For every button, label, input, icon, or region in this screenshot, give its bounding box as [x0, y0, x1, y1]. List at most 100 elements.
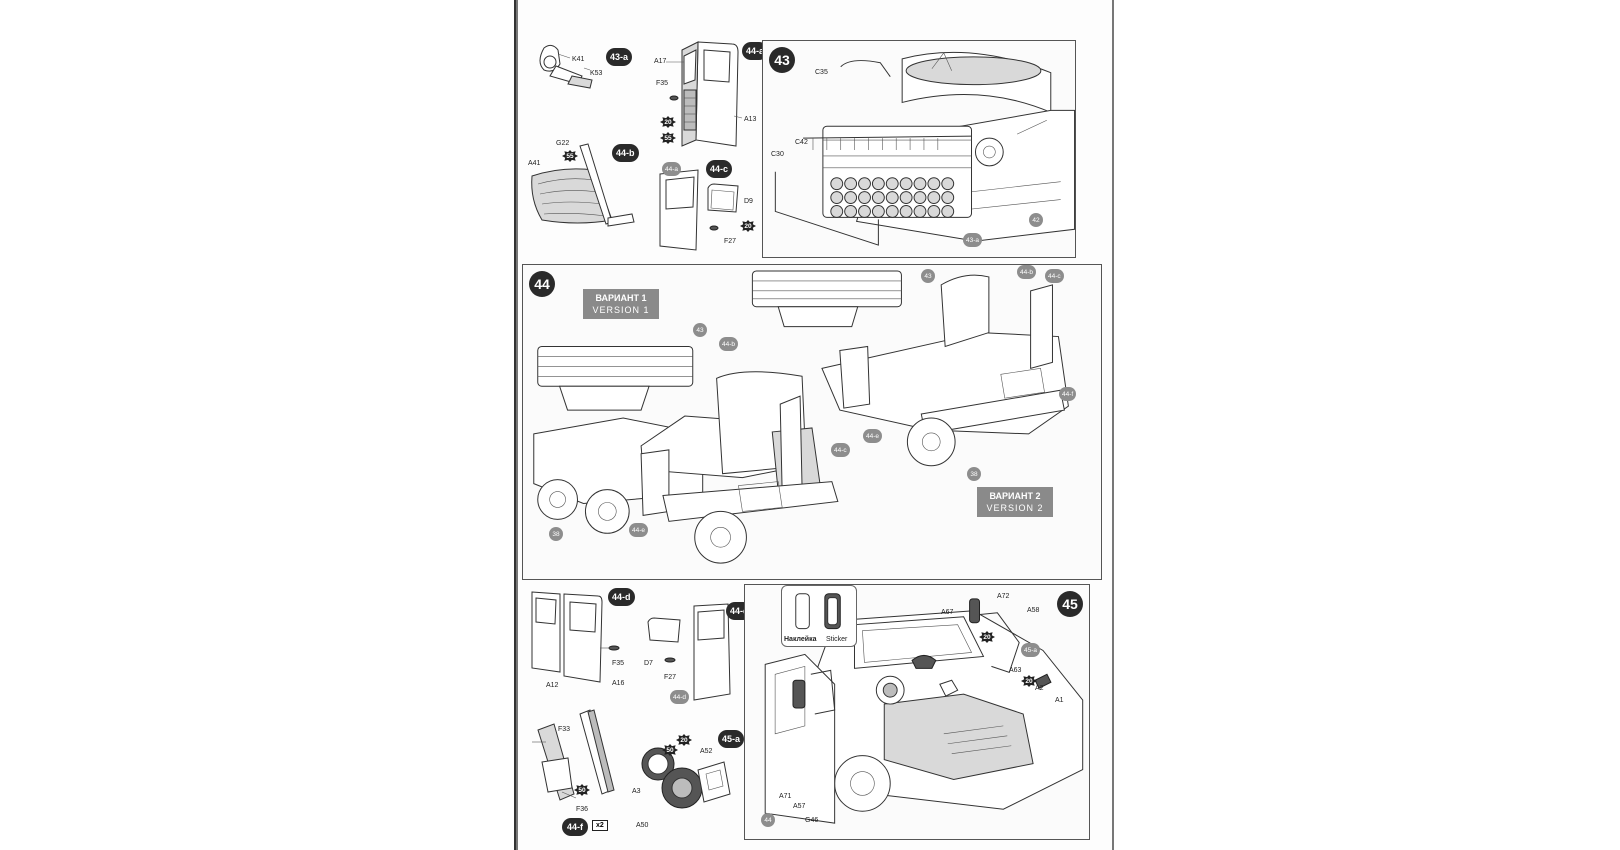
paint-marker-20: 20: [676, 734, 692, 746]
ref-badge-44-e: 44-e: [629, 523, 649, 537]
part-label-K41: K41: [572, 56, 585, 63]
part-label-C42: C42: [795, 139, 808, 146]
multiplier-x2: x2: [592, 820, 608, 831]
rocket-tube-rows: [830, 177, 955, 218]
sticker-callout: Наклейка Sticker: [781, 585, 857, 647]
part-label-F33: F33: [558, 726, 571, 733]
ref-badge-44-b: 44-b: [719, 337, 739, 351]
sub-badge-44-a: 44-a: [742, 42, 768, 60]
ref-badge-42: 42: [1029, 213, 1043, 227]
part-label-A63: A63: [1009, 667, 1022, 674]
part-label-F27: F27: [724, 238, 737, 245]
part-label-A50: A50: [636, 822, 649, 829]
truck-cab-drawing-45: [764, 598, 1084, 824]
variant-2-en: VERSION 2: [986, 503, 1044, 513]
paint-marker-55: 55: [562, 150, 578, 162]
part-drawing-43-a: [539, 44, 593, 89]
subassembly-45-a: 20 50 45-a A52 A3 A50: [628, 730, 748, 840]
part-label-C35: C35: [815, 69, 828, 76]
ref-badge-44-d: 44-d: [670, 690, 690, 704]
part-label-G46: G46: [805, 817, 819, 824]
part-label-F35: F35: [612, 660, 625, 667]
sub-badge-44-c: 44-c: [706, 160, 733, 178]
ref-badge-45-a: 45-a: [1021, 643, 1041, 657]
part-label-D7: D7: [644, 660, 653, 667]
paint-marker-55: 55: [660, 132, 676, 144]
instruction-page: K41 K53 43-a A17 F35 A13 20 55 44-a: [514, 0, 1114, 850]
part-label-A13: A13: [744, 116, 757, 123]
part-drawing-44-e: [647, 603, 731, 701]
paint-marker-20: 20: [740, 220, 756, 232]
sub-badge-43-a: 43-a: [606, 48, 633, 66]
paint-marker-20: 20: [979, 631, 995, 643]
part-label-A16: A16: [612, 680, 625, 687]
subassembly-43-a: K41 K53 43-a: [526, 40, 636, 110]
variant-1-ru: ВАРИАНТ 1: [595, 293, 647, 303]
part-label-C30: C30: [771, 151, 784, 158]
step-44-panel: 44 ВАРИАНТ 1 VERSION 1 ВАРИАНТ 2 VERSION…: [522, 264, 1102, 580]
part-drawing-44-b: [531, 143, 635, 227]
step-45-panel: 45 Наклейка Sticker A72 A58 A67 20 45-a …: [744, 584, 1090, 840]
subassembly-44-a: A17 F35 A13 20 55 44-a: [644, 38, 768, 150]
part-label-G22: G22: [556, 140, 570, 147]
part-label-A58: A58: [1027, 607, 1040, 614]
step-badge-44: 44: [529, 271, 555, 297]
part-label-A52: A52: [700, 748, 713, 755]
step-badge-43: 43: [769, 47, 795, 73]
ref-badge-44-e: 44-e: [863, 429, 883, 443]
sticker-label-en: Sticker: [826, 636, 848, 643]
truck-drawing-44: [533, 270, 1069, 564]
part-label-F27: F27: [664, 674, 677, 681]
part-label-A2: A2: [1035, 685, 1044, 692]
truck-version-2-drawing: [751, 270, 1069, 467]
sticker-mirror-drawing: [795, 593, 841, 630]
sub-badge-44-d: 44-d: [608, 588, 635, 606]
part-label-A17: A17: [654, 58, 667, 65]
part-label-A72: A72: [997, 593, 1010, 600]
ref-badge-43: 43: [693, 323, 707, 337]
subassembly-44-f: F33 50 F36 44-f x2: [522, 702, 632, 840]
paint-marker-50: 50: [662, 744, 678, 756]
sub-badge-45-a: 45-a: [718, 730, 745, 748]
subassembly-44-c: 44-a 44-c D9 20 F27: [652, 158, 762, 254]
part-label-A71: A71: [779, 793, 792, 800]
paint-marker-50: 50: [574, 784, 590, 796]
subassembly-44-e: 44-e D7 F27 44-d: [640, 598, 752, 710]
launcher-drawing-43: [774, 51, 1076, 246]
part-drawing-44-d: [531, 591, 620, 683]
part-label-A3: A3: [632, 788, 641, 795]
variant-2-label: ВАРИАНТ 2 VERSION 2: [977, 487, 1053, 517]
part-drawing-45-a: [641, 747, 731, 809]
subassembly-44-b: G22 55 A41 44-b: [522, 128, 647, 240]
ref-badge-44-c: 44-c: [831, 443, 850, 457]
variant-1-label: ВАРИАНТ 1 VERSION 1: [583, 289, 659, 319]
variant-2-ru: ВАРИАНТ 2: [989, 491, 1041, 501]
ref-badge-44-c: 44-c: [1045, 269, 1064, 283]
ref-badge-44: 44: [761, 813, 775, 827]
part-drawing-44-f: [532, 709, 615, 801]
part-label-A1: A1: [1055, 697, 1064, 704]
ref-badge-44-f: 44-f: [1059, 387, 1077, 401]
paint-marker-20: 20: [660, 116, 676, 128]
ref-badge-38: 38: [967, 467, 981, 481]
part-label-A67: A67: [941, 609, 954, 616]
variant-1-en: VERSION 1: [592, 305, 650, 315]
sub-badge-44-b: 44-b: [612, 144, 639, 162]
ref-badge-43-a: 43-a: [963, 233, 983, 247]
part-drawing-44-c: [659, 169, 739, 251]
ref-badge-44-a: 44-a: [662, 162, 682, 176]
part-label-A41: A41: [528, 160, 541, 167]
part-label-D9: D9: [744, 198, 753, 205]
paint-marker-20: 20: [1021, 675, 1037, 687]
subassembly-44-d: 44-d F35 A12 A16: [522, 586, 640, 696]
part-label-A12: A12: [546, 682, 559, 689]
ref-badge-38: 38: [549, 527, 563, 541]
part-label-A57: A57: [793, 803, 806, 810]
part-label-K53: K53: [590, 70, 603, 77]
step-43-panel: 43 C35 C42 C30 42 43-a: [762, 40, 1076, 258]
part-label-F36: F36: [576, 806, 589, 813]
part-label-F35: F35: [656, 80, 669, 87]
ref-badge-44-b: 44-b: [1017, 265, 1037, 279]
sticker-label-ru: Наклейка: [784, 636, 817, 643]
ref-badge-43: 43: [921, 269, 935, 283]
